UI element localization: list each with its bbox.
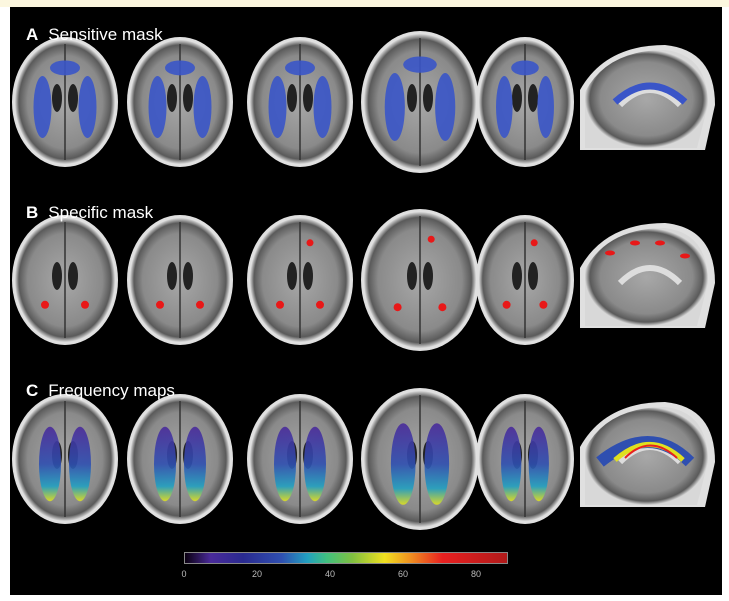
overlay-blob: [496, 76, 513, 138]
ventricle: [287, 262, 297, 290]
overlay-blob: [268, 76, 287, 138]
overlay-blob: [501, 426, 522, 502]
corpus-callosum: [617, 87, 683, 108]
overlay-blob: [276, 300, 284, 309]
ventricle: [52, 262, 62, 290]
ventricle: [68, 262, 78, 290]
colorbar-tick: 60: [397, 569, 409, 579]
ventricle: [167, 84, 177, 112]
panel-title: Sensitive mask: [48, 25, 163, 44]
panel-b-label: B Specific mask: [26, 203, 153, 223]
ventricle: [512, 84, 522, 112]
overlay-blob: [148, 76, 167, 138]
ventricle: [52, 84, 62, 112]
overlay-blob: [530, 239, 538, 247]
overlay-blob: [274, 426, 296, 502]
sagittal-brain-slice: [585, 407, 708, 505]
overlay-blob: [313, 76, 332, 138]
overlay-blob: [393, 303, 402, 312]
overlay-blob: [193, 76, 212, 138]
ventricle: [528, 84, 538, 112]
overlay-blob: [438, 303, 447, 312]
brain-images: [12, 31, 715, 530]
overlay-blob: [655, 240, 665, 246]
colorbar-tick: 0: [181, 569, 187, 579]
sagittal-brain-slice: [585, 50, 708, 148]
panel-title: Specific mask: [48, 203, 154, 222]
overlay-blob: [39, 426, 61, 502]
ventricle: [407, 84, 417, 112]
overlay-blob: [285, 60, 315, 76]
overlay-blob: [78, 76, 97, 138]
ventricle: [303, 262, 313, 290]
overlay-blob: [184, 426, 206, 502]
ventricle: [423, 262, 433, 290]
overlay-blob: [427, 235, 435, 243]
panel-letter: B: [26, 203, 39, 222]
overlay-blob: [69, 426, 91, 502]
panel-letter: A: [26, 25, 39, 44]
overlay-blob: [680, 253, 690, 259]
overlay-blob: [50, 60, 80, 76]
colorbar: [184, 552, 508, 564]
ventricle: [183, 262, 193, 290]
overlay-blob: [156, 300, 164, 309]
overlay-blob: [612, 82, 688, 105]
colorbar-tick: 80: [470, 569, 482, 579]
overlay-blob: [502, 300, 511, 309]
overlay-blob: [316, 300, 324, 309]
colorbar-tick: 20: [251, 569, 263, 579]
figure: A Sensitive mask B Specific mask C Frequenc…: [10, 7, 722, 595]
overlay-blob: [390, 423, 416, 505]
panel-c-label: C Frequency maps: [26, 381, 175, 401]
overlay-blob: [528, 426, 549, 502]
panel-title: Frequency maps: [48, 381, 175, 400]
panel-a-label: A Sensitive mask: [26, 25, 163, 45]
overlay-blob: [511, 60, 539, 76]
ventricle: [287, 84, 297, 112]
overlay-blob: [41, 300, 49, 309]
overlay-blob: [384, 73, 405, 141]
overlay-blob: [306, 239, 314, 247]
panel-letter: C: [26, 381, 39, 400]
page-top-strip: [0, 0, 729, 7]
ventricle: [303, 84, 313, 112]
ventricle: [183, 84, 193, 112]
overlay-blob: [424, 423, 450, 505]
ventricle: [407, 262, 417, 290]
overlay-blob: [630, 240, 640, 246]
overlay-blob: [537, 76, 554, 138]
overlay-blob: [403, 56, 437, 73]
overlay-blob: [81, 300, 89, 309]
ventricle: [512, 262, 522, 290]
overlay-blob: [33, 76, 52, 138]
overlay-blob: [196, 300, 204, 309]
sagittal-brain-slice: [585, 228, 708, 326]
ventricle: [68, 84, 78, 112]
colorbar-tick: 40: [324, 569, 336, 579]
overlay-blob: [624, 444, 678, 459]
overlay-blob: [154, 426, 176, 502]
overlay-blob: [304, 426, 326, 502]
ventricle: [167, 262, 177, 290]
ventricle: [528, 262, 538, 290]
ventricle: [423, 84, 433, 112]
corpus-callosum: [617, 265, 683, 286]
overlay-blob: [539, 300, 548, 309]
overlay-blob: [165, 60, 195, 76]
overlay-blob: [435, 73, 456, 141]
overlay-blob: [605, 250, 615, 256]
